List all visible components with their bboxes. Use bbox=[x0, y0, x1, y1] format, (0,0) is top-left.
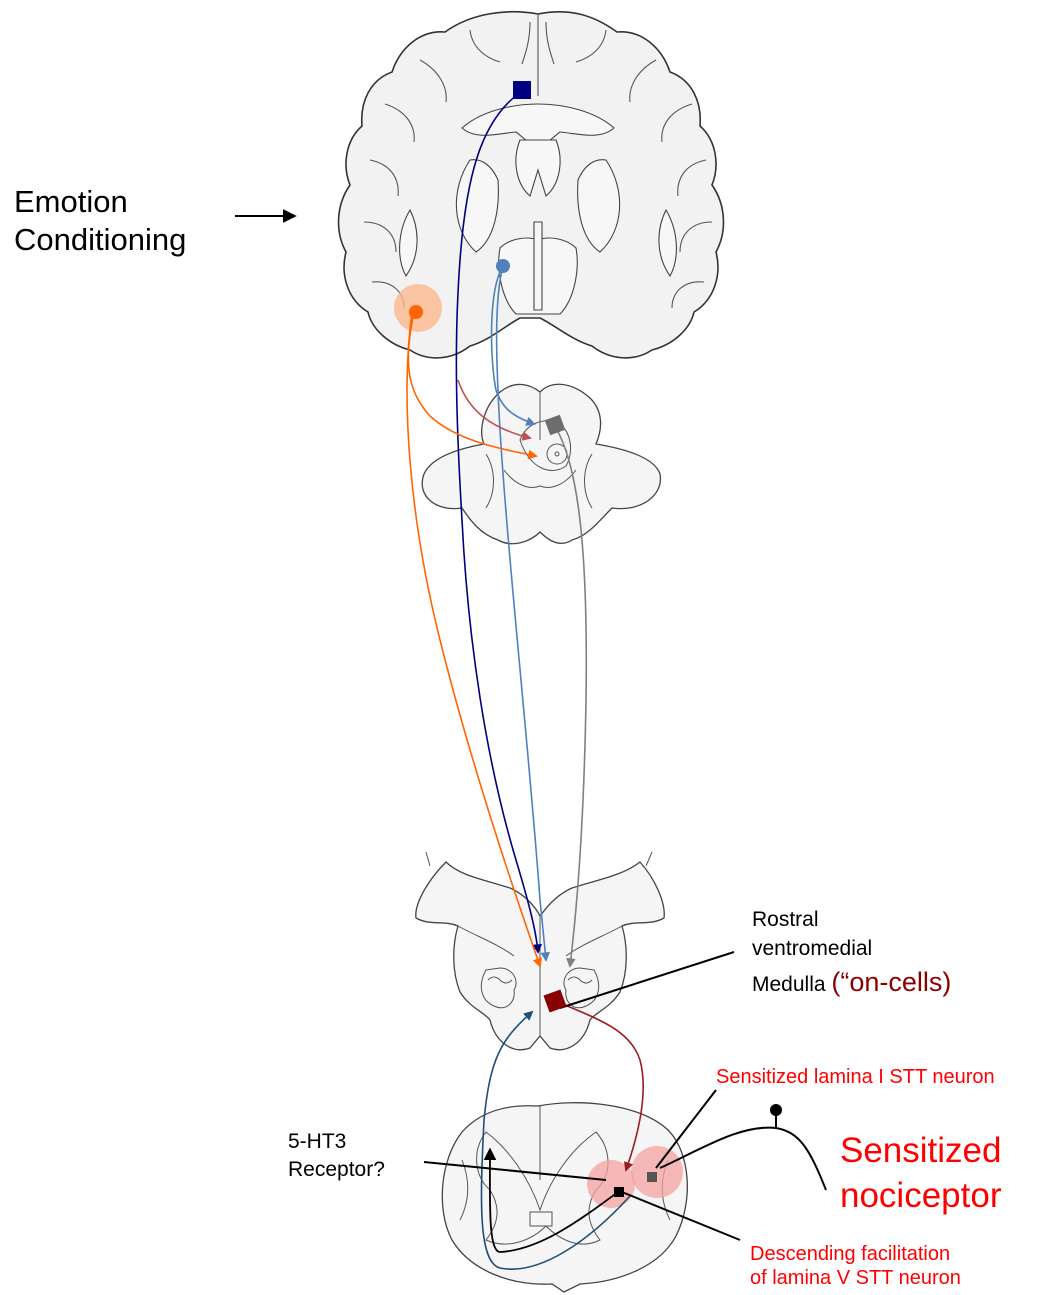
rvm-label-line3: Medulla bbox=[752, 973, 826, 996]
ht3-label-line2: Receptor? bbox=[288, 1156, 385, 1184]
midbrain-outline bbox=[422, 384, 660, 543]
cortex-node bbox=[513, 81, 531, 99]
descending-facilitation-label: Descending facilitation of lamina V STT … bbox=[750, 1242, 961, 1290]
rvm-label: Rostral ventromedial Medulla (“on-cells) bbox=[752, 906, 951, 1001]
medulla-top-lines bbox=[426, 852, 652, 866]
nociceptor-label-line1: Sensitized bbox=[840, 1129, 1001, 1174]
stt1-label-text: Sensitized lamina I STT neuron bbox=[716, 1065, 995, 1089]
lamina-i-node bbox=[647, 1172, 657, 1182]
medulla-section bbox=[416, 852, 664, 1050]
rvm-label-line1: Rostral bbox=[752, 906, 951, 935]
hypothalamus-to-rvm-pathway bbox=[497, 266, 546, 960]
amygdala-node bbox=[409, 305, 423, 319]
sensitized-lamina-i-label: Sensitized lamina I STT neuron bbox=[716, 1065, 995, 1089]
emotion-label-line2: Conditioning bbox=[14, 221, 186, 259]
spinal-cord-outline bbox=[442, 1103, 687, 1292]
stt5-label-line2: of lamina V STT neuron bbox=[750, 1266, 961, 1290]
ht3-label-line1: 5-HT3 bbox=[288, 1128, 385, 1156]
sensitized-nociceptor-label: Sensitized nociceptor bbox=[840, 1129, 1001, 1219]
midbrain-section bbox=[422, 384, 660, 543]
third-ventricle bbox=[534, 222, 542, 310]
nociceptor-terminal bbox=[770, 1104, 782, 1116]
nociceptor-label-line2: nociceptor bbox=[840, 1174, 1001, 1219]
lamina-v-node bbox=[614, 1187, 624, 1197]
emotion-conditioning-label: Emotion Conditioning bbox=[14, 183, 186, 259]
hypothalamus-node bbox=[496, 259, 510, 273]
emotion-label-line1: Emotion bbox=[14, 183, 186, 221]
rvm-label-line3-wrap: Medulla (“on-cells) bbox=[752, 964, 951, 1001]
rvm-oncells-label: (“on-cells) bbox=[831, 967, 951, 997]
rvm-label-line2: ventromedial bbox=[752, 935, 951, 964]
5ht3-receptor-label: 5-HT3 Receptor? bbox=[288, 1128, 385, 1185]
stt5-label-line1: Descending facilitation bbox=[750, 1242, 961, 1266]
spinal-cord-section bbox=[442, 1103, 687, 1292]
